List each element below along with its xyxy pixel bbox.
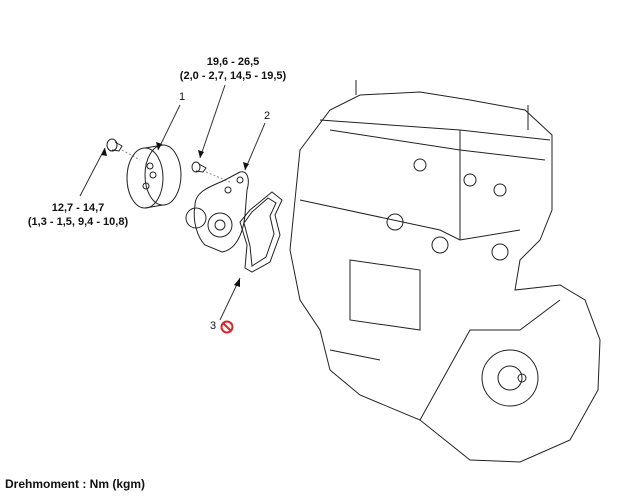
- pump-bolt: [191, 161, 207, 173]
- callout-3: 3: [210, 320, 217, 332]
- torque-unit-legend: Drehmoment : Nm (kgm): [5, 477, 146, 491]
- pulley-bolt: [106, 138, 123, 152]
- gasket: [239, 191, 283, 273]
- pump-bolt-torque-alt: (2,0 - 2,7, 14,5 - 19,5): [179, 70, 287, 82]
- water-pump: [185, 171, 249, 253]
- no-reuse-icon: [220, 320, 234, 334]
- callout-2: 2: [264, 110, 271, 122]
- engine-block: [289, 80, 601, 463]
- pulley-bolt-torque-alt: (1,3 - 1,5, 9,4 - 10,8): [27, 216, 129, 228]
- pump-bolt-torque-nm: 19,6 - 26,5: [206, 56, 260, 68]
- arrowheads: [101, 142, 249, 287]
- pulley: [126, 144, 182, 209]
- callout-1: 1: [179, 91, 186, 103]
- pulley-bolt-torque-nm: 12,7 - 14,7: [51, 202, 105, 214]
